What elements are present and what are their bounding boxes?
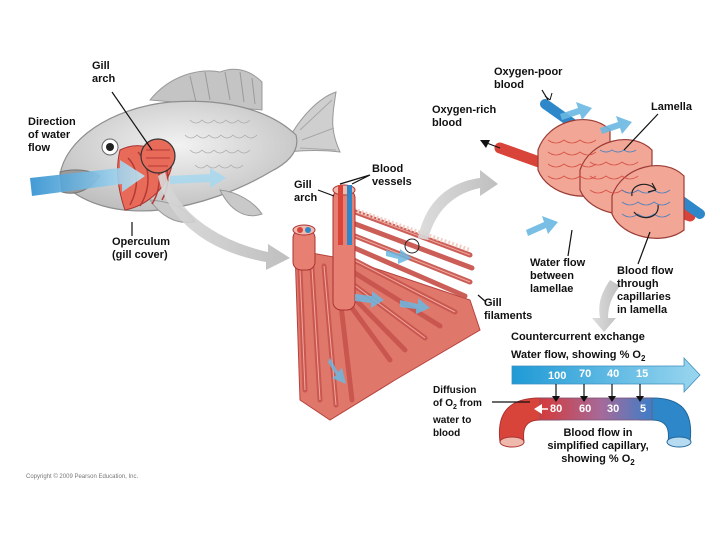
water-flow-between-pointer bbox=[567, 229, 573, 257]
oxygen-poor-blood-label: Oxygen-poor blood bbox=[494, 66, 563, 91]
gill-arch-pointer bbox=[111, 91, 153, 151]
blood-vessels-pointer bbox=[339, 174, 371, 185]
lamella-illustration bbox=[480, 99, 705, 239]
gill-arch-illustration bbox=[292, 184, 481, 421]
gill-arch-label: Gill arch bbox=[92, 60, 116, 85]
water-o2-value: 15 bbox=[636, 368, 649, 380]
lamella-pointer bbox=[623, 113, 659, 151]
direction-of-water-flow-label: Direction of water flow bbox=[28, 116, 76, 154]
water-o2-value: 70 bbox=[579, 368, 592, 380]
gill-arch-highlight bbox=[140, 138, 176, 174]
blood-flow-pointer bbox=[637, 231, 651, 265]
gill-arch-mid-label: Gill arch bbox=[294, 179, 318, 204]
oxygen-rich-blood-label: Oxygen-rich blood bbox=[432, 104, 497, 129]
gill-arch-mid-pointer bbox=[317, 189, 335, 197]
blood-o2-value: 30 bbox=[607, 403, 620, 415]
countercurrent-exchange-title: Countercurrent exchange bbox=[511, 331, 645, 343]
copyright-notice: Copyright © 2009 Pearson Education, Inc. bbox=[26, 474, 139, 480]
gill-filaments-label: Gill filaments bbox=[484, 297, 533, 322]
zoom-arrow-fish-to-arch bbox=[158, 172, 290, 270]
blood-vessels-label: Blood vessels bbox=[372, 163, 412, 188]
gill-filaments-pointer bbox=[477, 294, 487, 303]
lamella-label: Lamella bbox=[651, 101, 692, 113]
water-o2-value: 100 bbox=[548, 370, 567, 382]
countercurrent-diagram bbox=[492, 356, 701, 448]
zoom-arrow-to-countercurrent bbox=[592, 280, 620, 332]
water-flow-o2-label: Water flow, showing % O2 bbox=[511, 349, 646, 364]
water-o2-value: 40 bbox=[607, 368, 620, 380]
water-flow-arrow-in bbox=[30, 160, 145, 196]
water-flow-between-lamellae-label: Water flow between lamellae bbox=[530, 257, 586, 295]
blood-o2-value: 80 bbox=[550, 403, 563, 415]
oxygen-poor-pointer bbox=[541, 89, 549, 101]
blood-o2-value: 5 bbox=[640, 403, 647, 415]
operculum-label: Operculum (gill cover) bbox=[112, 236, 171, 261]
blood-o2-value: 60 bbox=[579, 403, 592, 415]
blood-flow-capillaries-label: Blood flow through capillaries in lamell… bbox=[617, 265, 674, 316]
water-flow-arrow-out bbox=[170, 168, 226, 188]
zoom-arrow-arch-to-lamella bbox=[418, 170, 498, 240]
